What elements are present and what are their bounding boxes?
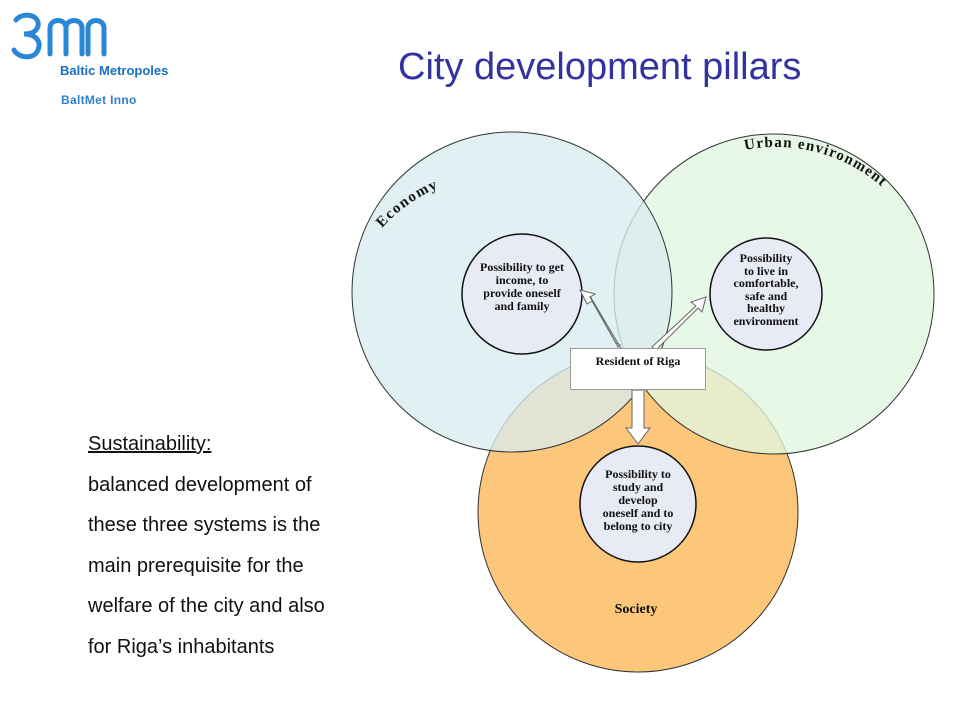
sustainability-line: welfare of the city and also bbox=[88, 595, 325, 617]
node-line: oneself and to bbox=[602, 506, 674, 520]
arrow-to-society-icon bbox=[625, 389, 651, 445]
bm-logo-mark-icon bbox=[11, 12, 107, 60]
sustainability-heading: Sustainability: bbox=[88, 433, 212, 455]
arrow-to-economy-icon bbox=[579, 289, 623, 351]
node-line: develop bbox=[618, 493, 658, 507]
node-line: Possibility to bbox=[605, 467, 671, 481]
sustainability-text: Sustainability: balanced development of … bbox=[88, 424, 388, 667]
node-line: safe and bbox=[744, 288, 788, 303]
node-line: Possibility to get bbox=[480, 260, 564, 274]
sustainability-line: these three systems is the bbox=[88, 514, 321, 536]
sustainability-line: balanced development of bbox=[88, 473, 312, 496]
resident-of-riga-box: Resident of Riga bbox=[570, 348, 706, 390]
urban-environment-node-text: Possibility to live in comfortable, safe… bbox=[706, 252, 826, 327]
arrow-to-urban-icon bbox=[651, 296, 707, 351]
node-line: healthy bbox=[746, 301, 785, 315]
sustainability-line: for Riga’s inhabitants bbox=[88, 635, 275, 658]
sustainability-line: main prerequisite for the bbox=[88, 554, 304, 577]
page-title: City development pillars bbox=[398, 46, 802, 88]
urban-environment-node-circle bbox=[709, 237, 823, 351]
society-node-text: Possibility to study and develop oneself… bbox=[578, 468, 698, 533]
node-line: environment bbox=[733, 313, 799, 328]
node-line: belong to city bbox=[603, 519, 673, 533]
node-line: study and bbox=[612, 480, 664, 494]
society-node-circle bbox=[579, 445, 697, 563]
logo-subtitle: BaltMet Inno bbox=[61, 93, 137, 107]
node-line: comfortable, bbox=[733, 276, 799, 290]
logo-brand-name: Baltic Metropoles bbox=[60, 63, 169, 78]
node-line: and family bbox=[494, 299, 550, 313]
baltic-metropoles-logo: Baltic Metropoles BaltMet Inno bbox=[8, 10, 178, 107]
node-line: Possibility bbox=[739, 251, 793, 265]
label-society: Society bbox=[614, 602, 658, 617]
node-line: provide oneself bbox=[483, 286, 561, 300]
node-line: income, to bbox=[495, 273, 549, 287]
economy-node-text: Possibility to get income, to provide on… bbox=[462, 261, 582, 313]
node-line: to live in bbox=[744, 263, 788, 278]
